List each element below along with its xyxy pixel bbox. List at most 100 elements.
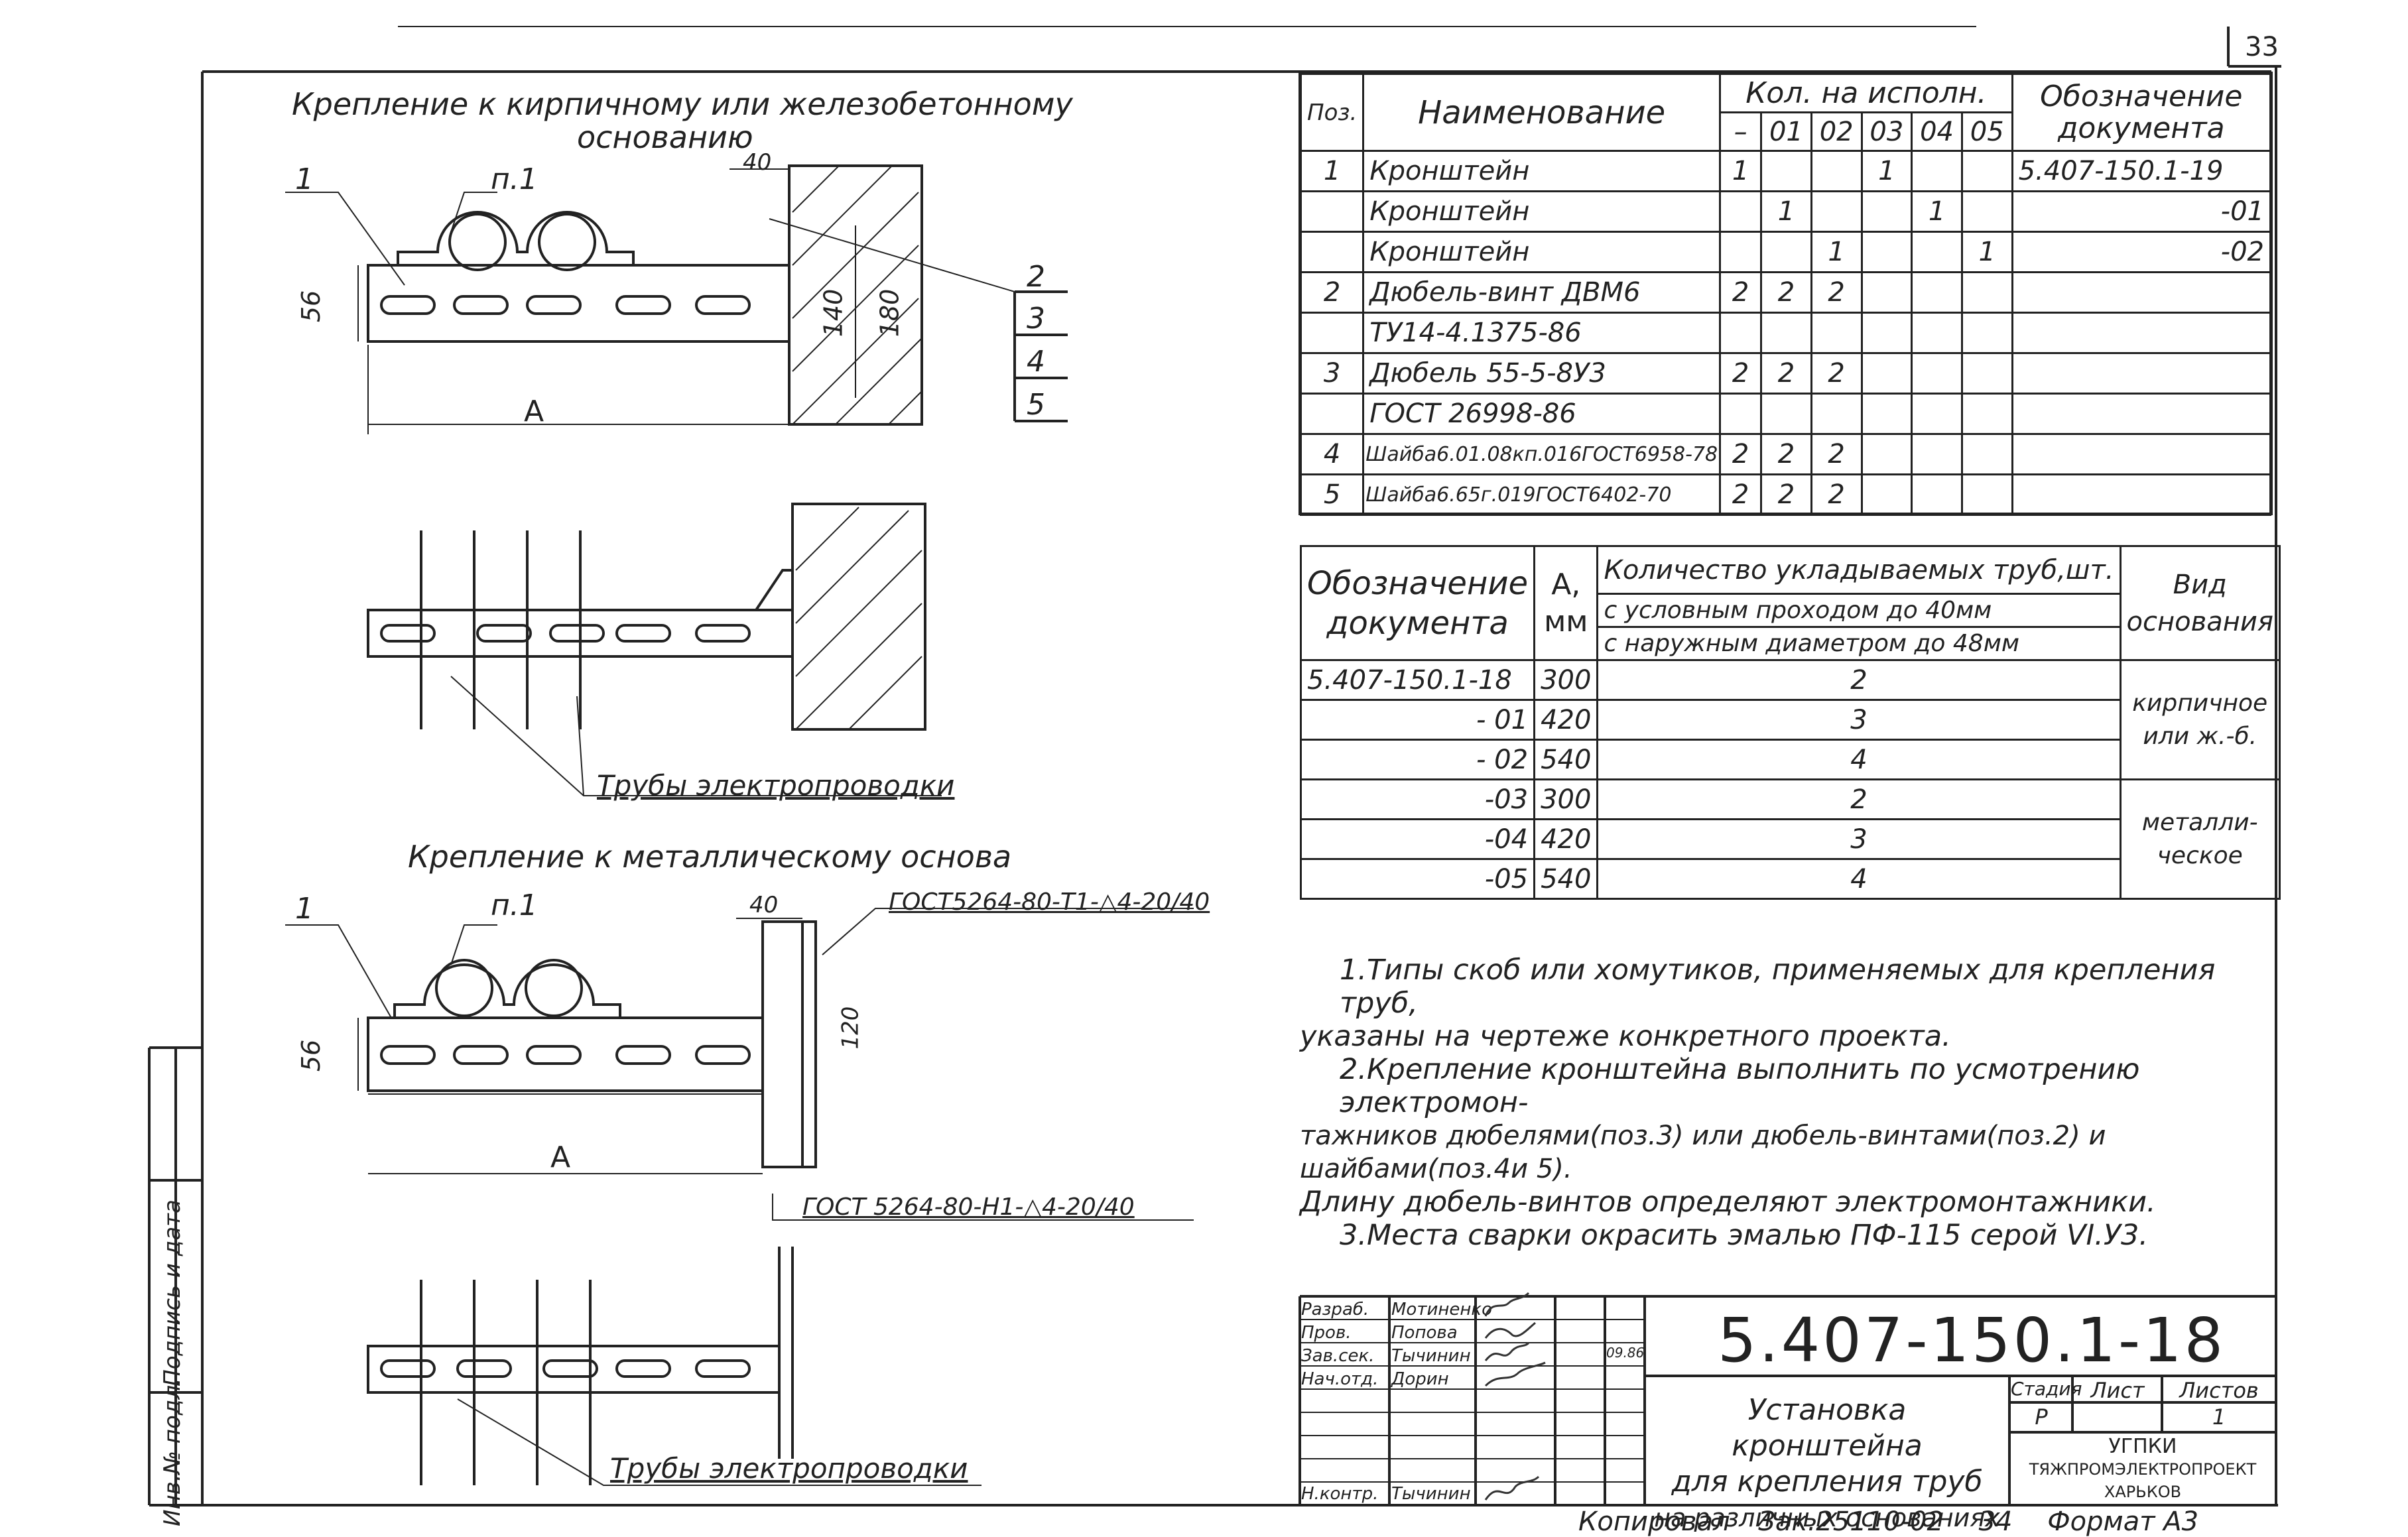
- spec-pos-cell: 1: [1299, 150, 1365, 192]
- sheets-value: 1: [2212, 1404, 2226, 1430]
- option-count-cell: 2: [1596, 778, 2122, 820]
- option-doc-cell: -03: [1299, 778, 1536, 820]
- spec-doc-cell: [2011, 271, 2272, 314]
- option-a-cell: 540: [1533, 739, 1599, 780]
- note-line: указаны на чертеже конкретного проекта.: [1300, 1020, 1951, 1053]
- base-line: металли-: [2141, 808, 2258, 836]
- side-stamp-inventory: Инв.№ подл.: [159, 1378, 186, 1526]
- spec-qty-cell: [1860, 312, 1913, 354]
- stage-label: Стадия: [2011, 1378, 2082, 1400]
- spec-qty-cell: [1860, 231, 1913, 273]
- role-label: Пров.: [1301, 1323, 1352, 1343]
- spec-qty-cell: 1: [1860, 150, 1913, 192]
- callout-label: 2: [1027, 260, 1045, 294]
- spec-qty-cell: 2: [1760, 271, 1812, 314]
- qty-col-header: 03: [1860, 111, 1913, 152]
- spec-pos-cell: 3: [1299, 352, 1365, 395]
- spec-qty-cell: [1911, 393, 1963, 435]
- header-doc-line2: документа: [2058, 111, 2225, 145]
- pipes-label: Трубы электропроводки: [597, 769, 955, 802]
- spec-qty-cell: [1760, 150, 1812, 192]
- opt-header-a-line2: мм: [1544, 604, 1588, 639]
- header-name: Наименование: [1362, 73, 1722, 152]
- spec-qty-cell: [1911, 312, 1963, 354]
- note-line: 3.Места сварки окрасить эмалью ПФ-115 се…: [1340, 1219, 2149, 1252]
- spec-qty-cell: 2: [1760, 433, 1812, 475]
- spec-doc-cell: -01: [2011, 190, 2272, 233]
- spec-pos-cell: [1299, 312, 1365, 354]
- qty-col-header: –: [1719, 111, 1763, 152]
- drawing-title-line3: на различных основаниях: [1654, 1503, 2000, 1532]
- stage-value: Р: [2035, 1404, 2048, 1430]
- opt-header-count-sub2: с наружным диаметром до 48мм: [1596, 626, 2122, 661]
- spec-qty-cell: 2: [1760, 352, 1812, 395]
- metal-section-title: Крепление к металлическому основа: [408, 839, 1012, 875]
- spec-qty-cell: [1810, 393, 1863, 435]
- option-count-cell: 3: [1596, 699, 2122, 741]
- header-pos: Поз.: [1299, 73, 1365, 152]
- approval-date: 09.86: [1606, 1345, 1645, 1361]
- option-doc-cell: -04: [1299, 818, 1536, 860]
- spec-qty-cell: [1911, 271, 1963, 314]
- dimension-label: 180: [875, 288, 905, 338]
- spec-qty-cell: 1: [1719, 150, 1763, 192]
- spec-qty-cell: [1860, 271, 1913, 314]
- person-name: Тычинин: [1391, 1484, 1471, 1504]
- spec-qty-cell: 2: [1810, 352, 1863, 395]
- opt-header-count: Количество укладываемых труб,шт.: [1596, 545, 2122, 595]
- role-label: Нач.отд.: [1301, 1369, 1379, 1389]
- spec-qty-cell: 1: [1760, 190, 1812, 233]
- qty-col-header: 05: [1960, 111, 2013, 152]
- weld-symbol-label: ГОСТ5264-80-Т1-△4-20/40: [889, 889, 1210, 916]
- opt-header-count-sub1: с условным проходом до 40мм: [1596, 593, 2122, 628]
- footer-order: Зак.25110-02: [1758, 1506, 1944, 1537]
- side-stamp-signature: Подпись и дата: [159, 1199, 186, 1386]
- spec-qty-cell: 2: [1810, 433, 1863, 475]
- role-label: Разраб.: [1301, 1300, 1369, 1320]
- base-metal-cell: металли-ческое: [2119, 778, 2281, 900]
- spec-qty-cell: [1719, 393, 1763, 435]
- spec-name-cell: Шайба6.65г.019ГОСТ6402-70: [1362, 473, 1722, 516]
- option-doc-cell: - 01: [1299, 699, 1536, 741]
- spec-name-cell: ТУ14-4.1375-86: [1362, 312, 1722, 354]
- spec-qty-cell: [1860, 393, 1913, 435]
- spec-doc-cell: [2011, 312, 2272, 354]
- org-line3: ХАРЬКОВ: [2104, 1483, 2182, 1501]
- spec-pos-cell: 2: [1299, 271, 1365, 314]
- dimension-label: 40: [749, 892, 779, 918]
- sheet-label: Лист: [2090, 1378, 2145, 1403]
- qty-col-header: 01: [1760, 111, 1812, 152]
- opt-header-doc-line1: Обозначение: [1307, 564, 1529, 602]
- spec-qty-cell: [1810, 150, 1863, 192]
- spec-name-cell: ГОСТ 26998-86: [1362, 393, 1722, 435]
- option-count-cell: 4: [1596, 858, 2122, 900]
- item-label: п.1: [491, 889, 538, 922]
- spec-qty-cell: 2: [1719, 352, 1763, 395]
- person-name: Дорин: [1391, 1369, 1449, 1389]
- spec-name-cell: Кронштейн: [1362, 190, 1722, 233]
- spec-doc-cell: [2011, 393, 2272, 435]
- spec-qty-cell: 2: [1719, 473, 1763, 516]
- org-line2: ТЯЖПРОМЭЛЕКТРОПРОЕКТ: [2029, 1460, 2257, 1479]
- opt-header-a: А,мм: [1533, 545, 1599, 661]
- spec-qty-cell: [1719, 190, 1763, 233]
- spec-qty-cell: [1860, 433, 1913, 475]
- spec-qty-cell: [1960, 312, 2013, 354]
- person-name: Мотиненко: [1391, 1300, 1492, 1320]
- spec-qty-cell: 1: [1911, 190, 1963, 233]
- position-label: 1: [295, 892, 314, 926]
- role-label: Зав.сек.: [1301, 1346, 1375, 1366]
- spec-qty-cell: [1860, 190, 1913, 233]
- spec-name-cell: Дюбель 55-5-8У3: [1362, 352, 1722, 395]
- option-a-cell: 420: [1533, 699, 1599, 741]
- dimension-label: 140: [818, 288, 848, 338]
- option-a-cell: 420: [1533, 818, 1599, 860]
